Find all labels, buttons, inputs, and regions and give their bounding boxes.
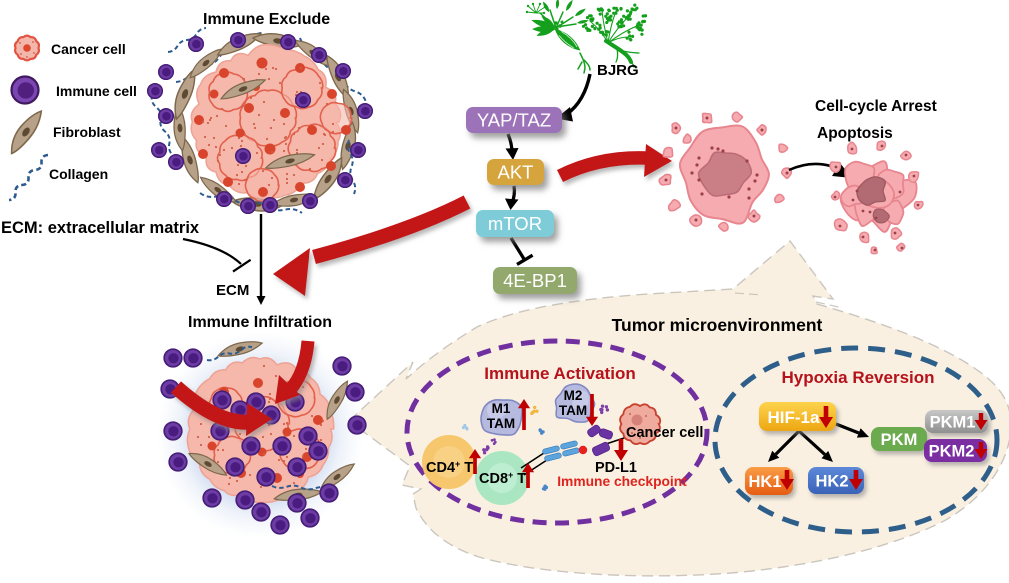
svg-text:Immune Infiltration: Immune Infiltration — [188, 314, 332, 331]
svg-text:ECM: extracellular matrix: ECM: extracellular matrix — [1, 219, 200, 237]
svg-text:TAM: TAM — [559, 403, 587, 418]
svg-text:4E-BP1: 4E-BP1 — [503, 270, 567, 291]
svg-text:HK2: HK2 — [815, 473, 848, 491]
svg-text:HIF-1a: HIF-1a — [768, 408, 821, 427]
svg-text:TAM: TAM — [487, 416, 515, 431]
svg-text:Cell-cycle Arrest: Cell-cycle Arrest — [815, 98, 937, 115]
svg-text:Immune Exclude: Immune Exclude — [203, 11, 330, 28]
svg-text:Collagen: Collagen — [49, 166, 108, 182]
svg-text:Tumor microenvironment: Tumor microenvironment — [612, 315, 823, 335]
svg-text:CD8+ T: CD8+ T — [479, 470, 526, 487]
svg-text:HK1: HK1 — [748, 473, 781, 491]
svg-text:Cancer cell: Cancer cell — [51, 41, 126, 57]
svg-text:ECM: ECM — [216, 282, 249, 299]
svg-text:Hypoxia Reversion: Hypoxia Reversion — [781, 368, 934, 387]
svg-text:M2: M2 — [564, 388, 583, 403]
svg-text:Fibroblast: Fibroblast — [53, 124, 121, 140]
svg-text:Cancer cell: Cancer cell — [626, 425, 703, 441]
svg-text:PKM1: PKM1 — [930, 414, 976, 432]
svg-text:PKM: PKM — [881, 431, 918, 449]
svg-text:YAP/TAZ: YAP/TAZ — [477, 110, 551, 131]
svg-text:Immune checkpoint: Immune checkpoint — [557, 474, 687, 489]
svg-text:AKT: AKT — [498, 162, 534, 183]
svg-text:Immune cell: Immune cell — [56, 83, 137, 99]
svg-text:CD4+ T: CD4+ T — [426, 459, 473, 476]
svg-text:Immune Activation: Immune Activation — [484, 364, 635, 383]
svg-text:M1: M1 — [492, 401, 511, 416]
svg-text:Apoptosis: Apoptosis — [817, 125, 893, 142]
svg-text:mTOR: mTOR — [488, 213, 542, 234]
svg-text:PKM2: PKM2 — [929, 443, 975, 461]
svg-text:BJRG: BJRG — [597, 62, 639, 79]
svg-text:PD-L1: PD-L1 — [595, 460, 637, 476]
